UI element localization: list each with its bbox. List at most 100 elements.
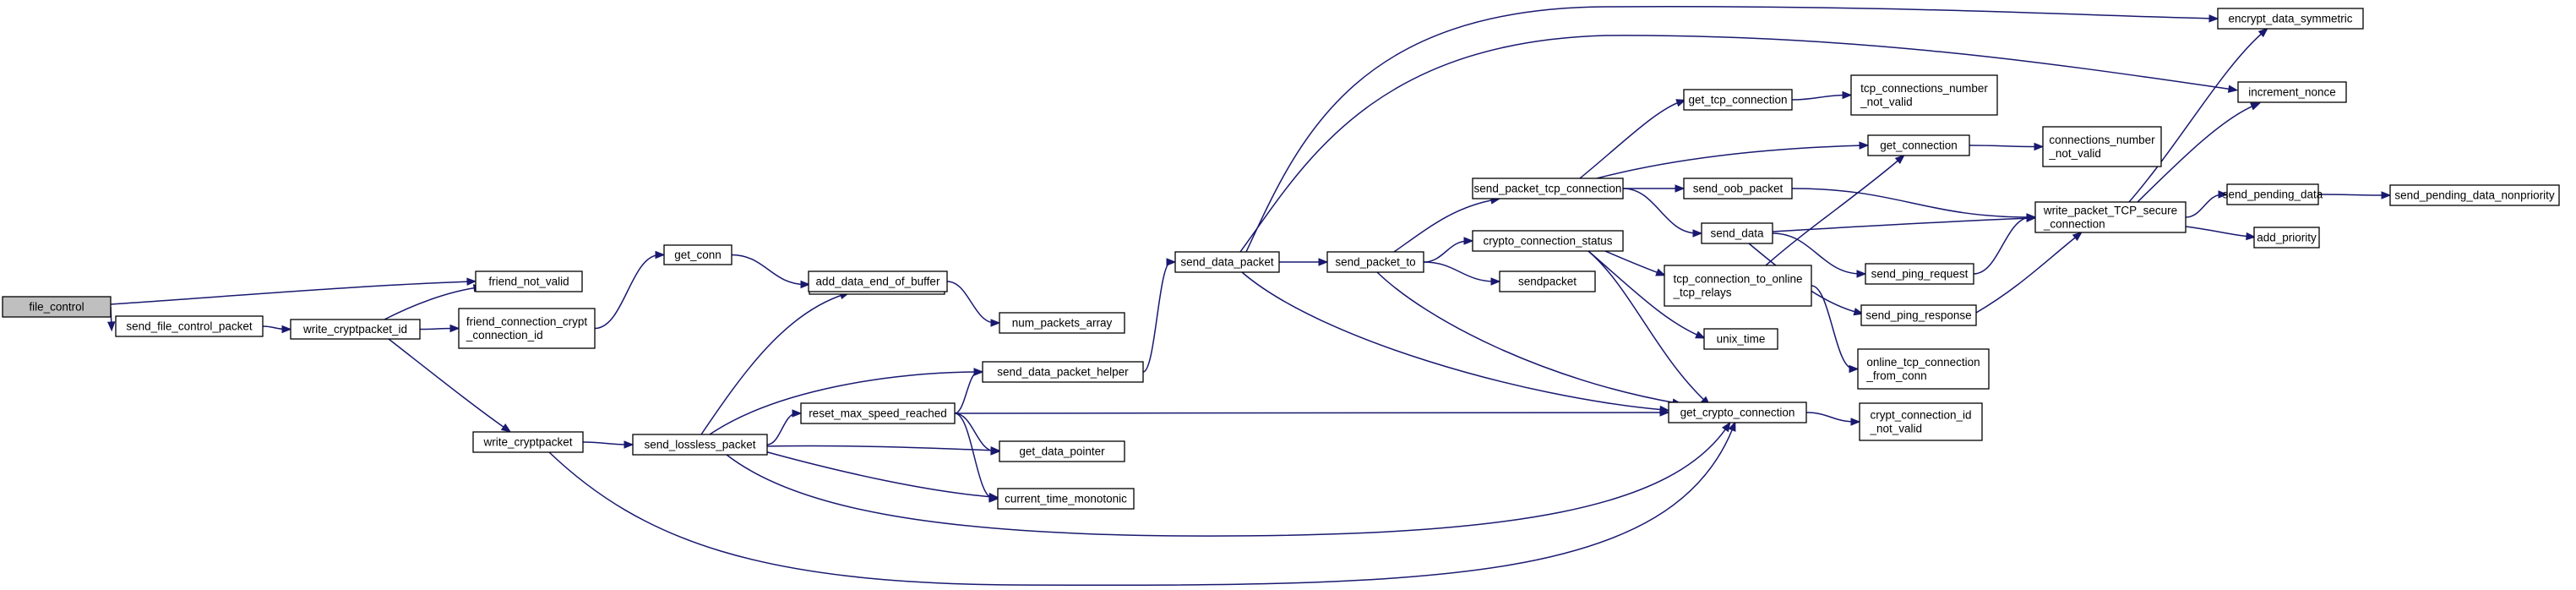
node-tcp-connections-number-not-valid[interactable]: tcp_connections_number_not_valid (1850, 74, 1998, 116)
node-get-conn[interactable]: get_conn (663, 244, 732, 265)
arrowhead (990, 319, 1001, 327)
node-send-data-packet-helper[interactable]: send_data_packet_helper (982, 361, 1144, 383)
node-box (1703, 328, 1778, 350)
edge-reset-max-speed-reached-to-send-data-packet-helper (954, 368, 984, 414)
node-send-pending-data[interactable]: send_pending_data (2223, 183, 2323, 205)
node-reset-max-speed-reached[interactable]: reset_max_speed_reached (800, 402, 956, 424)
node-box (458, 308, 596, 349)
node-label: send_data_packet_helper (997, 366, 1129, 379)
edge-get-connection-to-connections-number-not-valid (1969, 142, 2045, 151)
arrowhead (1856, 270, 1867, 278)
node-send-oob-packet[interactable]: send_oob_packet (1683, 178, 1793, 199)
node-increment-nonce[interactable]: increment_nonce (2237, 81, 2347, 103)
node-box (1683, 89, 1793, 111)
arrowhead (792, 409, 803, 418)
node-add-data-end-of-buffer[interactable]: add_data_end_of_buffer (808, 270, 948, 292)
node-label: sendpacket (1518, 276, 1577, 288)
node-get-crypto-connection[interactable]: get_crypto_connection (1668, 402, 1807, 423)
node-sendpacket[interactable]: sendpacket (1499, 270, 1596, 292)
node-get-data-pointer[interactable]: get_data_pointer (999, 440, 1125, 462)
node-label: get_tcp_connection (1688, 94, 1787, 107)
edge-send-data-packet-to-get-crypto-connection (1241, 271, 1670, 414)
node-box (2217, 8, 2364, 30)
node-label: _not_valid (1860, 96, 1913, 108)
node-send-data[interactable]: send_data (1701, 222, 1773, 244)
node-send-lossless-packet[interactable]: send_lossless_packet (632, 434, 768, 456)
arrowhead (624, 440, 634, 449)
node-friend-connection-crypt-connection-id[interactable]: friend_connection_crypt_connection_id (458, 308, 596, 349)
node-write-packet-tcp-secure-connection[interactable]: write_packet_TCP_secure_connection (2034, 201, 2187, 233)
node-box (2253, 227, 2320, 249)
arrowhead (1695, 331, 1706, 339)
node-label: add_priority (2257, 232, 2317, 244)
edge-send-data-packet-to-encrypt-data-symmetric (1245, 6, 2219, 253)
edge-send-packet-to-to-sendpacket (1423, 261, 1501, 286)
node-label: send_ping_response (1865, 309, 1971, 322)
node-send-pending-data-nonpriority[interactable]: send_pending_data_nonpriority (2389, 184, 2560, 206)
arrowhead (2072, 232, 2083, 242)
node-unix-time[interactable]: unix_time (1703, 328, 1778, 350)
edge-get-conn-to-friendconn-id-not-valid (731, 254, 811, 289)
node-label: tcp_connection_to_online (1673, 273, 1802, 286)
node-box (1668, 402, 1807, 423)
edge-send-lossless-packet-to-get-crypto-connection (726, 421, 1731, 537)
arrowhead (2246, 232, 2257, 241)
node-get-connection[interactable]: get_connection (1867, 134, 1970, 156)
node-label: file_control (29, 301, 84, 314)
node-box (2389, 184, 2560, 206)
node-box (1701, 222, 1773, 244)
node-send-ping-request[interactable]: send_ping_request (1865, 263, 1974, 285)
node-box (2, 296, 112, 318)
node-box (982, 361, 1144, 383)
node-label: reset_max_speed_reached (809, 407, 947, 420)
node-box (1683, 178, 1793, 199)
node-box (663, 244, 732, 265)
node-send-packet-tcp-connection[interactable]: send_packet_tcp_connection (1472, 178, 1624, 199)
node-box (1860, 304, 1977, 326)
node-send-ping-response[interactable]: send_ping_response (1860, 304, 1977, 326)
arrowhead (1675, 99, 1687, 107)
node-connections-number-not-valid[interactable]: connections_number_not_valid (2042, 126, 2162, 167)
arrowhead (988, 494, 999, 503)
arrowhead (1655, 268, 1666, 276)
edge-write-cryptpacket-id-to-write-cryptpacket (388, 338, 512, 433)
node-label: send_data (1710, 227, 1764, 240)
node-label: send_packet_to (1335, 256, 1415, 269)
arrowhead (1894, 154, 1905, 165)
edge-tcp-connection-to-online-tcp-relays-to-online-tcp-connection-from-conn (1811, 285, 1860, 374)
edge-crypto-connection-status-to-unix-time (1588, 250, 1706, 339)
node-send-data-packet[interactable]: send_data_packet (1174, 251, 1280, 273)
node-box (115, 315, 264, 337)
edge-send-lossless-packet-to-reset-max-speed-reached (766, 409, 803, 445)
call-graph-edges (107, 6, 2392, 587)
arrowhead (2218, 190, 2229, 199)
node-current-time-monotonic[interactable]: current_time_monotonic (997, 488, 1135, 510)
arrowhead (1659, 405, 1670, 414)
node-get-tcp-connection[interactable]: get_tcp_connection (1683, 89, 1793, 111)
node-num-packets-array[interactable]: num_packets_array (999, 312, 1125, 334)
node-send-file-control-packet[interactable]: send_file_control_packet (115, 315, 264, 337)
node-tcp-connection-to-online-tcp-relays[interactable]: tcp_connection_to_online_tcp_relays (1664, 265, 1812, 307)
node-friend-not-valid[interactable]: friend_not_valid (475, 270, 583, 292)
arrowhead (2381, 191, 2392, 199)
node-file-control[interactable]: file_control (2, 296, 112, 318)
node-crypt-connection-id-not-valid[interactable]: crypt_connection_id_not_valid (1859, 402, 1983, 441)
node-label: get_crypto_connection (1680, 407, 1795, 419)
edge-send-data-packet-helper-to-send-data-packet (1142, 258, 1177, 373)
arrowhead (449, 324, 460, 333)
node-write-cryptpacket[interactable]: write_cryptpacket (472, 431, 584, 453)
node-crypto-connection-status[interactable]: crypto_connection_status (1472, 230, 1624, 252)
node-add-priority[interactable]: add_priority (2253, 227, 2320, 249)
node-label: _connection (2043, 218, 2105, 231)
node-send-packet-to[interactable]: send_packet_to (1326, 251, 1424, 273)
node-box (1174, 251, 1280, 273)
edge-send-packet-tcp-connection-to-get-connection (1596, 141, 1870, 179)
edge-write-packet-tcp-secure-connection-to-add-priority (2185, 226, 2257, 241)
node-label: write_cryptpacket (482, 436, 572, 449)
node-online-tcp-connection-from-conn[interactable]: online_tcp_connection_from_conn (1857, 348, 1990, 390)
node-box (290, 319, 421, 340)
node-write-cryptpacket-id[interactable]: write_cryptpacket_id (290, 319, 421, 340)
node-encrypt-data-symmetric[interactable]: encrypt_data_symmetric (2217, 8, 2364, 30)
node-box (1472, 230, 1624, 252)
